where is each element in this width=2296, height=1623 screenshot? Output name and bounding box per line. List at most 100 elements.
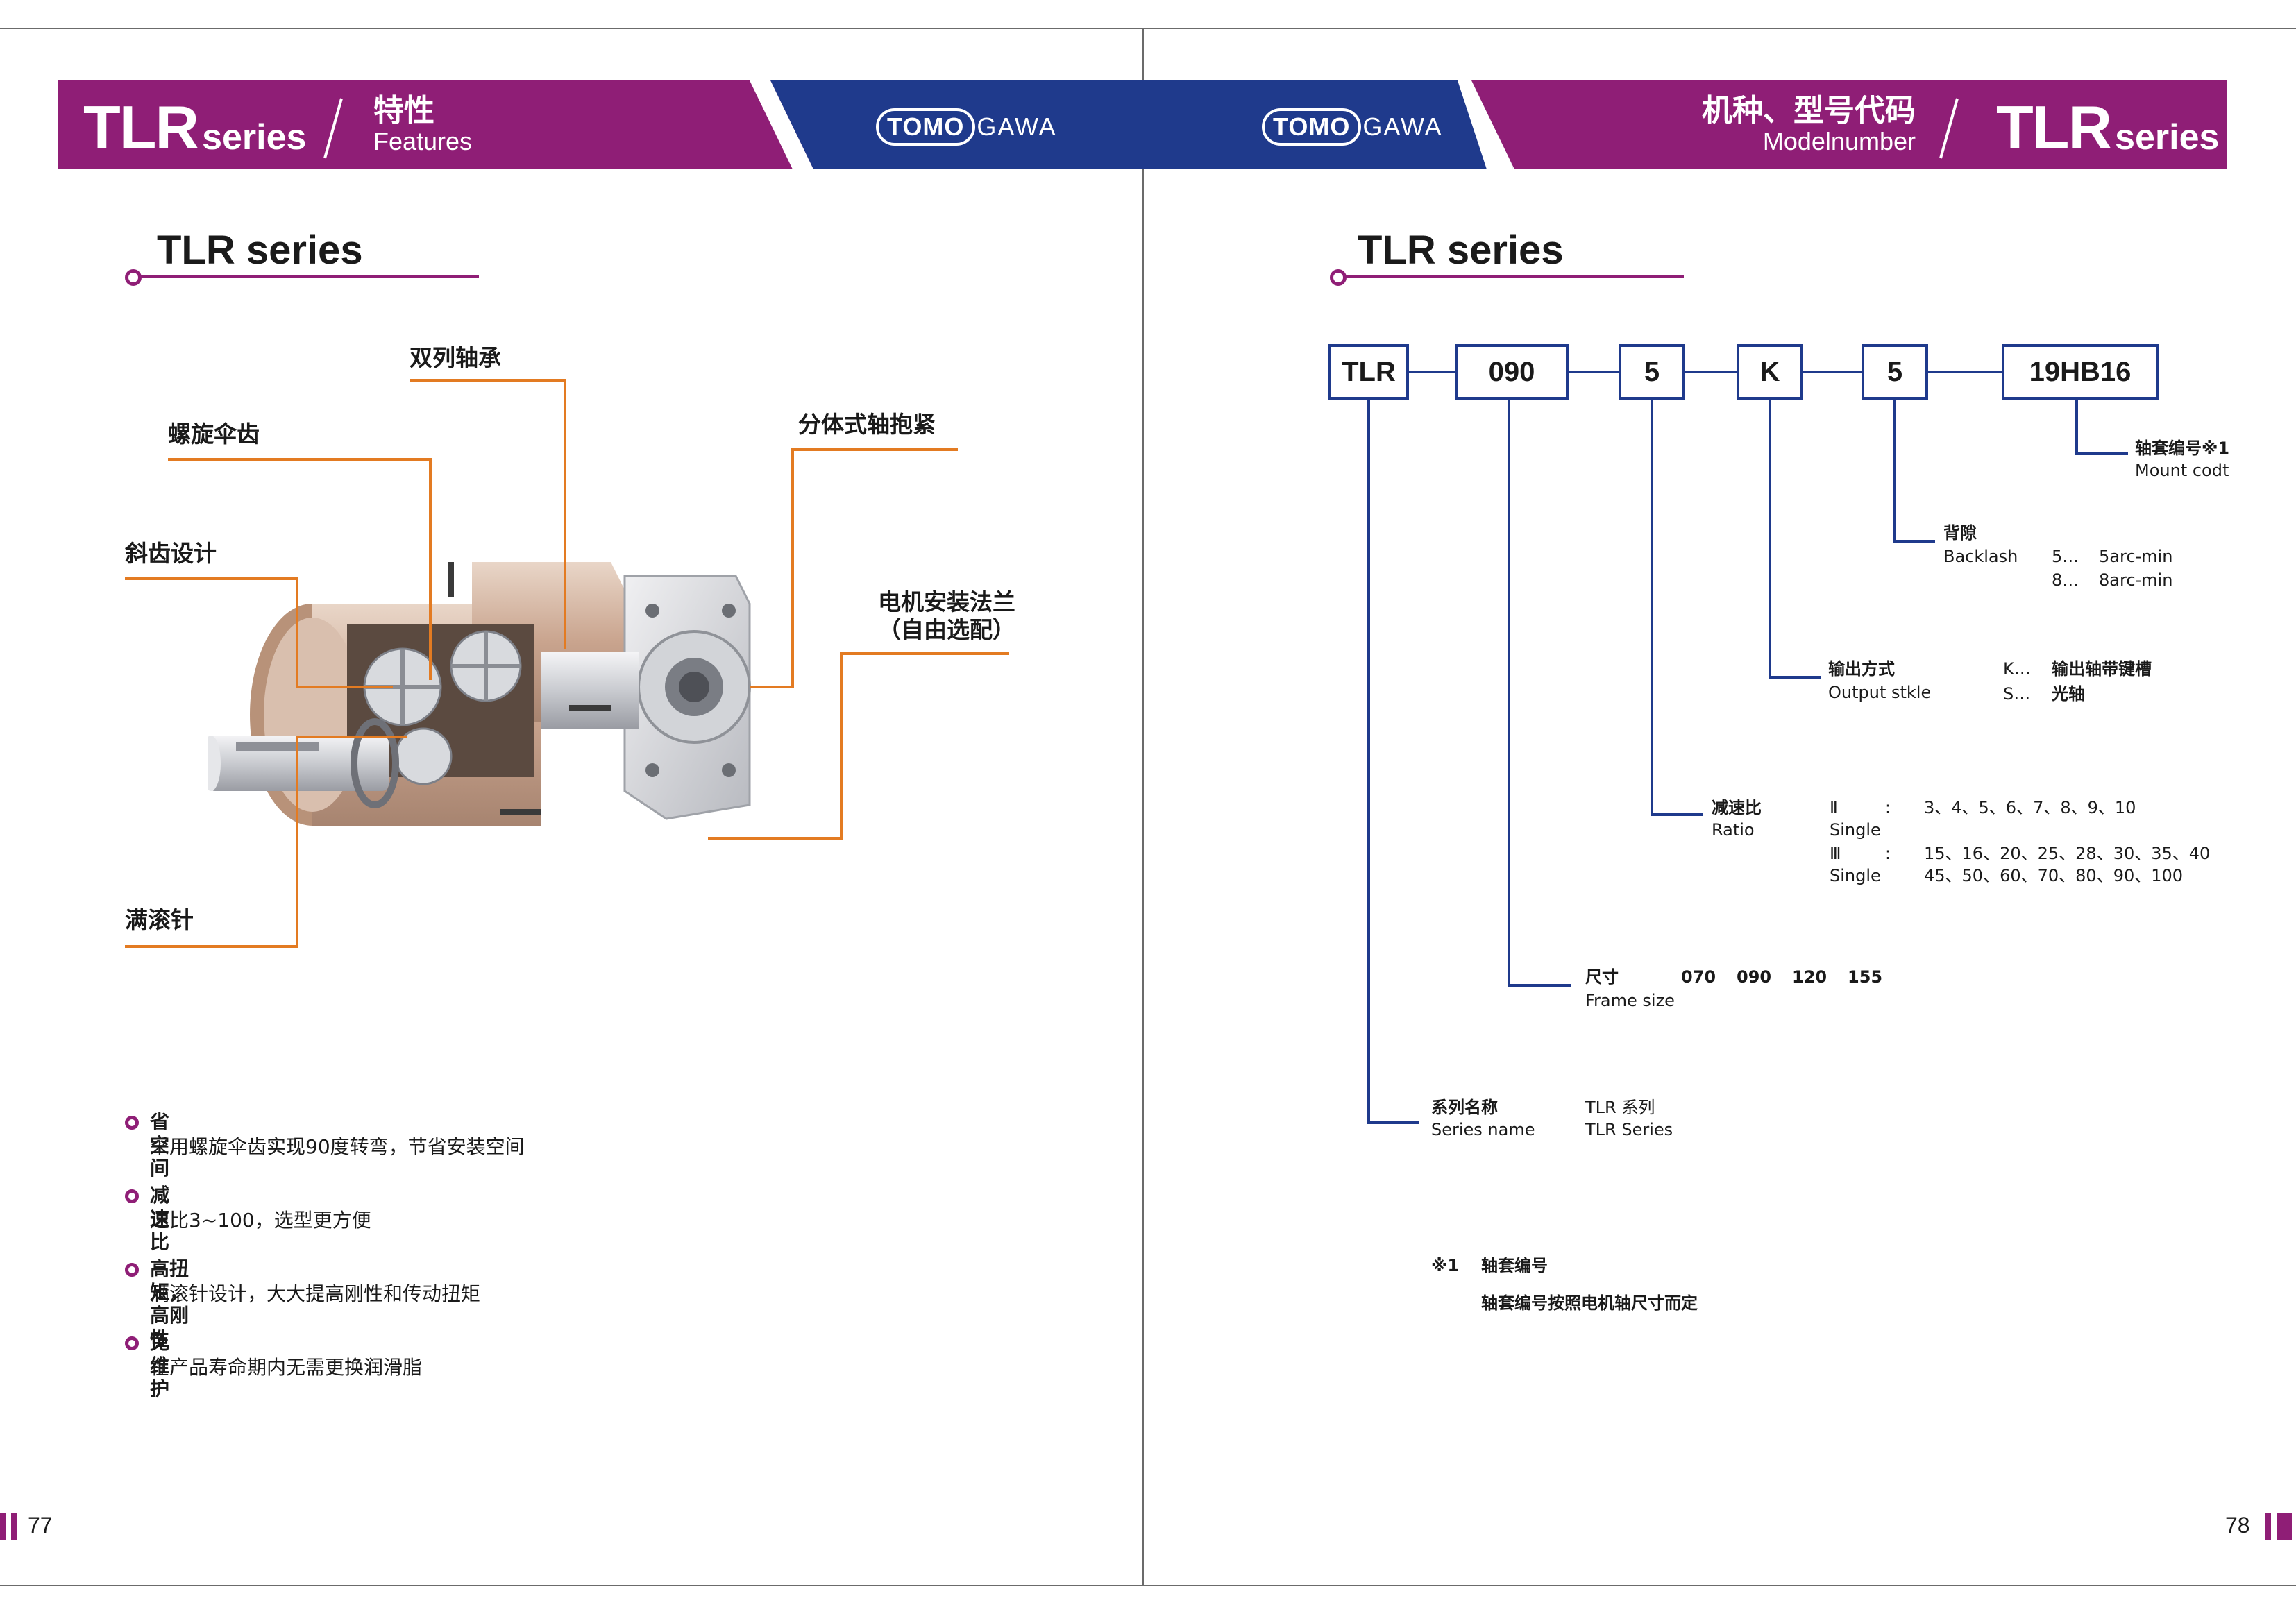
left-section-title: TLR series	[157, 228, 363, 273]
header-slash-icon	[323, 98, 343, 159]
leader-ratio	[1651, 813, 1703, 816]
page-marker-icon	[11, 1513, 17, 1540]
note-title: 轴套编号	[1481, 1256, 1548, 1275]
output-cn: 输出方式	[1828, 659, 1895, 679]
leader-output	[1769, 400, 1771, 679]
series-value-en: TLR Series	[1585, 1120, 1673, 1139]
callout-double-bearing-line	[410, 379, 566, 382]
callout-motor-flange-line	[840, 652, 843, 840]
output-opt1-value: 输出轴带键槽	[2052, 659, 2152, 679]
leader-backlash	[1893, 400, 1896, 543]
series-suffix-text: series	[202, 117, 307, 158]
frame-size-155: 155	[1848, 967, 1883, 987]
leader-frame	[1508, 984, 1571, 987]
left-header-section: 特性 Features	[373, 96, 472, 154]
backlash-cn: 背隙	[1943, 523, 1977, 543]
series-main-text: TLR	[1996, 93, 2112, 162]
leader-series	[1367, 400, 1370, 1124]
backlash-opt1-value: 5arc-min	[2099, 547, 2173, 566]
feature-title: 省空间	[150, 1110, 170, 1180]
tomogawa-logo-left: TOMO GAWA	[876, 108, 1057, 146]
feature-bullet-icon	[125, 1336, 139, 1350]
left-page-number: 77	[28, 1513, 53, 1538]
feature-bullet-icon	[125, 1116, 139, 1130]
series-suffix-text: series	[2115, 117, 2220, 158]
section-en: Features	[373, 127, 473, 155]
ratio-stage2-colon: :	[1885, 798, 1891, 817]
callout-split-clamp: 分体式轴抱紧	[798, 411, 936, 438]
leader-mount	[2075, 452, 2128, 455]
backlash-opt1-code: 5…	[2052, 547, 2079, 566]
feature-title: 减速比	[150, 1184, 170, 1254]
callout-helical-line	[296, 686, 393, 688]
frame-size-070: 070	[1681, 967, 1716, 987]
left-section-bullet-icon	[125, 269, 142, 286]
logo-boxed-text: TOMO	[876, 108, 976, 146]
ratio-stage3: Ⅲ	[1830, 844, 1841, 863]
series-main-text: TLR	[83, 93, 199, 162]
connector-line	[1409, 371, 1455, 373]
left-header-series: TLR series	[83, 97, 306, 158]
bottom-border	[0, 1585, 2296, 1586]
ratio-stage3-values-1: 15、16、20、25、28、30、35、40	[1924, 844, 2211, 863]
header-left-slant	[750, 80, 813, 169]
header-blue-band	[770, 80, 1513, 169]
output-opt2-code: S…	[2003, 684, 2031, 704]
callout-helical-line	[296, 577, 298, 688]
feature-bullet-icon	[125, 1263, 139, 1277]
ratio-stage2-values: 3、4、5、6、7、8、9、10	[1924, 798, 2136, 817]
output-opt1-code: K…	[2003, 659, 2031, 679]
callout-double-bearing-line	[564, 379, 566, 649]
backlash-en: Backlash	[1943, 547, 2018, 566]
page-marker-icon	[2277, 1513, 2292, 1540]
frame-cn: 尺寸	[1585, 967, 1619, 987]
feature-title: 高扭矩，高刚性	[150, 1257, 189, 1350]
logo-boxed-text: TOMO	[1262, 108, 1362, 146]
top-border	[0, 28, 2296, 29]
leader-backlash	[1893, 540, 1935, 543]
tomogawa-logo-right: TOMO GAWA	[1262, 108, 1443, 146]
right-section-bullet-icon	[1330, 269, 1347, 286]
callout-motor-flange-line1: 电机安装法兰	[878, 588, 1015, 615]
frame-size-090: 090	[1737, 967, 1772, 987]
leader-output	[1769, 676, 1821, 679]
section-cn: 特性	[373, 93, 434, 128]
code-box-series: TLR	[1328, 344, 1409, 400]
gearbox-cutaway-image	[208, 562, 751, 826]
right-section-title: TLR series	[1358, 228, 1564, 273]
callout-split-clamp-line	[791, 448, 958, 451]
callout-helical-line	[125, 577, 298, 580]
leader-ratio	[1651, 400, 1653, 816]
ratio-stage3-en: Single	[1830, 866, 1881, 885]
mount-en: Mount codt	[2135, 461, 2229, 480]
connector-line	[1569, 371, 1619, 373]
feature-desc: 在产品寿命期内无需更换润滑脂	[150, 1356, 423, 1379]
feature-title: 免维护	[150, 1331, 170, 1401]
right-page-number: 78	[2225, 1513, 2250, 1538]
leader-series	[1367, 1121, 1419, 1124]
callout-motor-flange-line	[840, 652, 1009, 655]
backlash-opt2-value: 8arc-min	[2099, 570, 2173, 590]
left-section-underline	[132, 275, 479, 278]
callout-needle-line	[296, 736, 298, 948]
callout-motor-flange-line	[708, 837, 843, 840]
ratio-stage3-colon: :	[1885, 844, 1891, 863]
code-box-ratio: 5	[1619, 344, 1685, 400]
callout-split-clamp-line	[791, 448, 794, 687]
note-mark: ※1	[1431, 1256, 1460, 1275]
callout-spiral-bevel-line	[168, 458, 432, 461]
callout-needle-line	[125, 945, 298, 948]
connector-line	[1685, 371, 1737, 373]
section-en: Modelnumber	[1762, 127, 1916, 155]
ratio-stage3-values-2: 45、50、60、70、80、90、100	[1924, 866, 2184, 885]
callout-needle: 满滚针	[125, 906, 194, 933]
ratio-stage2: Ⅱ	[1830, 798, 1838, 817]
right-header-section: 机种、型号代码 Modelnumber	[1659, 96, 1916, 154]
callout-needle-line	[296, 736, 407, 738]
right-header-band	[1471, 80, 2227, 169]
callout-double-bearing: 双列轴承	[410, 344, 501, 371]
code-box-backlash: 5	[1862, 344, 1928, 400]
leader-mount	[2075, 400, 2078, 455]
callout-spiral-bevel-line	[429, 458, 432, 680]
output-en: Output stkle	[1828, 683, 1932, 702]
